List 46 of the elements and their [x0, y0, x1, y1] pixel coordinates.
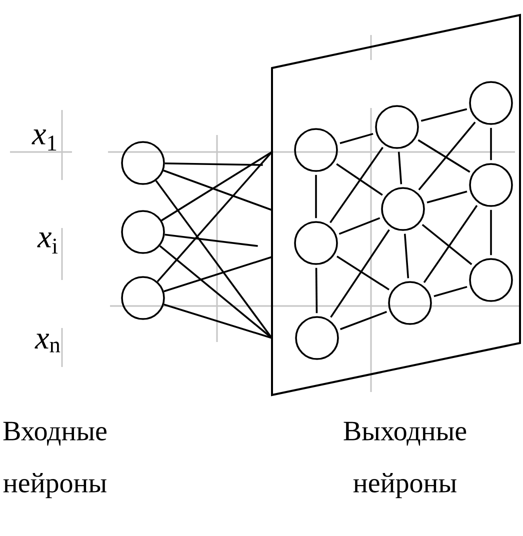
neuron-circle: [469, 163, 513, 207]
connection-line: [490, 210, 492, 256]
connection-line: [340, 310, 388, 330]
connection-line: [161, 151, 272, 222]
connection-line: [426, 190, 468, 204]
neuron-circle: [375, 105, 419, 149]
connection-line: [164, 256, 272, 292]
neuron-circle: [121, 276, 165, 320]
connection-line: [164, 162, 263, 166]
connection-line: [418, 122, 476, 190]
connection-line: [423, 205, 478, 283]
connection-line: [340, 132, 374, 144]
connection-line: [336, 256, 390, 290]
connection-line: [398, 152, 402, 184]
neuron-circle: [469, 81, 513, 125]
connection-line: [422, 224, 472, 266]
neuron-circle: [469, 258, 513, 302]
neuron-circle: [295, 316, 339, 360]
connection-line: [155, 180, 273, 339]
input-label: x$_{1}$: [32, 130, 56, 150]
connection-line: [490, 128, 492, 160]
neuron-circle: [388, 281, 432, 325]
input-label: x$_{i}$: [37, 232, 58, 254]
neuron-circle: [294, 221, 338, 265]
connection-line: [434, 286, 468, 298]
connection-line: [163, 170, 272, 211]
connection-line: [330, 146, 384, 224]
neuron-circle: [121, 141, 165, 185]
input-label: x$_{n}$: [34, 334, 60, 352]
connection-line: [404, 234, 410, 278]
connection-line: [159, 245, 272, 339]
connection-line: [418, 139, 470, 173]
connection-line: [330, 229, 390, 318]
neuron-circle: [294, 128, 338, 172]
connection-line: [315, 174, 317, 218]
neuron-circle: [121, 210, 165, 254]
neuron-circle: [381, 187, 425, 231]
caption: Входные нейроны: [3, 422, 106, 498]
connection-line: [164, 304, 272, 339]
connection-line: [164, 234, 258, 247]
connection-line: [315, 268, 318, 314]
connection-line: [156, 151, 272, 282]
caption: Выходные нейроны: [344, 422, 466, 498]
connection-line: [420, 108, 468, 122]
connection-line: [336, 163, 383, 196]
connection-line: [338, 217, 380, 235]
